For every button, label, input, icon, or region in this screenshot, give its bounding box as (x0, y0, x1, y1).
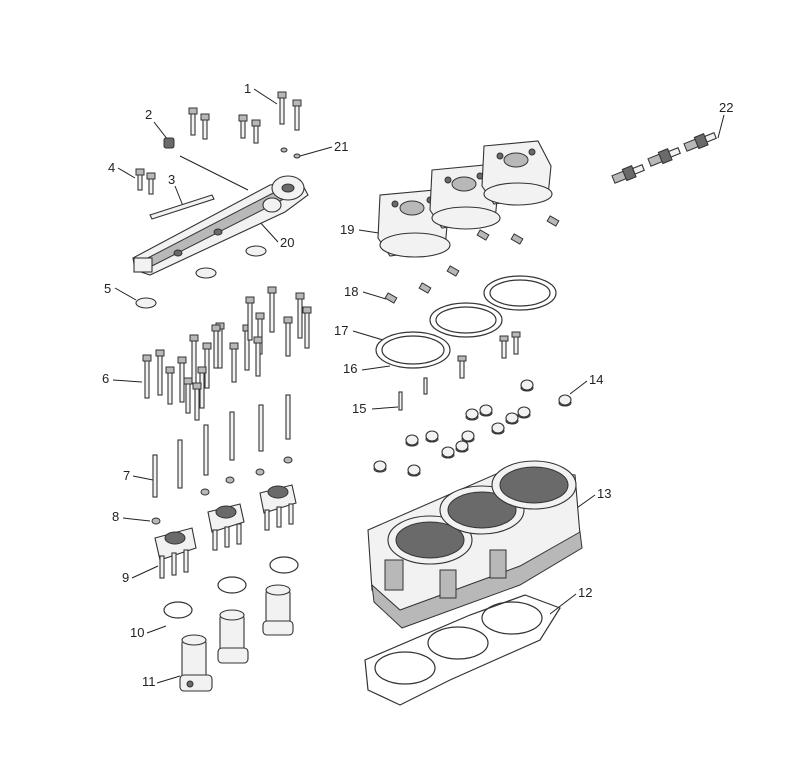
injectors-11 (179, 584, 294, 692)
cylinder-heads-19 (377, 140, 553, 258)
part-3-rod (149, 194, 215, 220)
callout-1: 1 (244, 81, 251, 96)
callout-22: 22 (719, 100, 733, 115)
callout-12: 12 (578, 585, 592, 600)
small-washers (135, 245, 267, 309)
callout-5: 5 (104, 281, 111, 296)
callout-20: 20 (280, 235, 294, 250)
head-gaskets-16-17 (375, 275, 557, 369)
top-bolts (188, 91, 302, 159)
callout-3: 3 (168, 172, 175, 187)
spark-plugs (611, 132, 717, 184)
base-gasket-12 (364, 594, 561, 706)
callout-10: 10 (130, 625, 144, 640)
long-studs-7 (151, 394, 293, 525)
callout-21: 21 (334, 139, 348, 154)
callout-labels: 1 2 3 4 5 6 7 8 9 10 11 12 13 14 15 16 1… (102, 81, 733, 689)
callout-18: 18 (344, 284, 358, 299)
part-2-nut (163, 137, 175, 149)
o-rings-10 (163, 556, 299, 619)
callout-9: 9 (122, 570, 129, 585)
injector-holders-9 (154, 484, 297, 579)
callout-8: 8 (112, 509, 119, 524)
callout-2: 2 (145, 107, 152, 122)
leader-lines (112, 88, 725, 684)
callout-17: 17 (334, 323, 348, 338)
bolt-field-6 (142, 286, 312, 421)
callout-11: 11 (142, 674, 156, 689)
part-5 (135, 297, 157, 309)
small-clips-18 (384, 215, 560, 304)
cylinder-block-13 (367, 460, 583, 629)
callout-15: 15 (352, 401, 366, 416)
bolts-4 (135, 168, 156, 195)
callout-14: 14 (589, 372, 603, 387)
callout-4: 4 (108, 160, 115, 175)
fuel-rail (132, 175, 309, 276)
middle-bolts (398, 331, 521, 411)
callout-16: 16 (343, 361, 357, 376)
callout-6: 6 (102, 371, 109, 386)
callout-7: 7 (123, 468, 130, 483)
callout-19: 19 (340, 222, 354, 237)
nuts-14 (373, 379, 572, 477)
callout-13: 13 (597, 486, 611, 501)
